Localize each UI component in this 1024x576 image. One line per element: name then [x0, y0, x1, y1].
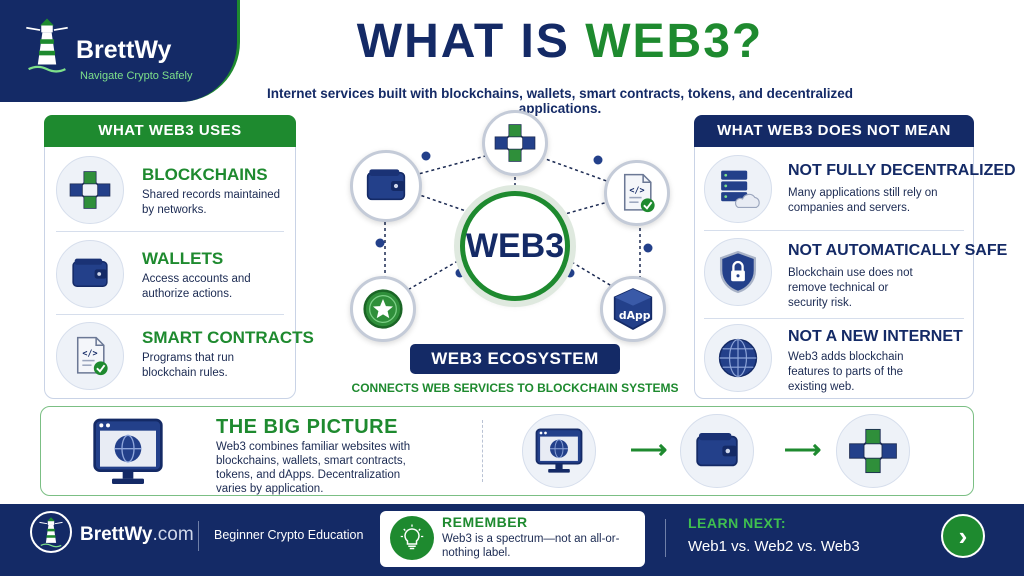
wallet-icon [690, 424, 744, 478]
not-item-title: NOT AUTOMATICALLY SAFE [788, 242, 1008, 259]
flow-step-blockchain [836, 414, 910, 488]
flow-step-browser [522, 414, 596, 488]
next-button[interactable]: › [941, 514, 985, 558]
divider [665, 519, 666, 557]
uses-item-desc: Access accounts and authorize actions. [142, 273, 251, 300]
uses-item-title: BLOCKCHAINS [142, 165, 268, 184]
lighthouse-icon [24, 16, 70, 74]
token-star-icon [358, 284, 408, 334]
not-panel-heading: WHAT WEB3 DOES NOT MEAN [694, 115, 974, 147]
not-item-icon [704, 324, 772, 392]
wallet-icon [67, 251, 113, 297]
ecosystem-node-blockchain [482, 110, 548, 176]
divider [704, 318, 964, 319]
blockchain-cubes-icon [492, 120, 538, 166]
learn-next-link[interactable]: Web1 vs. Web2 vs. Web3 [688, 538, 860, 555]
big-picture-desc: Web3 combines familiar websites with blo… [216, 441, 411, 495]
ecosystem-node-wallet [350, 150, 422, 222]
divider [56, 231, 284, 232]
uses-item-desc: Programs that run blockchain rules. [142, 352, 235, 379]
big-picture-box [40, 406, 974, 496]
smart-contract-icon [614, 170, 660, 216]
uses-panel-heading: WHAT WEB3 USES [44, 115, 296, 147]
ecosystem-node-token [350, 276, 416, 342]
not-item-title: NOT FULLY DECENTRALIZED [788, 162, 1016, 179]
wallet-icon [361, 161, 411, 211]
page-title: WHAT IS WEB3? [356, 15, 764, 68]
ecosystem-label: WEB3 ECOSYSTEM [410, 344, 620, 374]
lightbulb-icon [397, 523, 427, 553]
page-subtitle: Internet services built with blockchains… [267, 86, 853, 116]
uses-item-title: SMART CONTRACTS [142, 328, 314, 347]
divider [198, 521, 199, 551]
divider [704, 230, 964, 231]
ecosystem-sublabel: CONNECTS WEB SERVICES TO BLOCKCHAIN SYST… [351, 381, 679, 395]
divider [482, 420, 483, 482]
uses-item-icon [56, 322, 124, 390]
ecosystem-node-dapp [600, 276, 666, 342]
divider [56, 314, 284, 315]
footer-site-name[interactable]: BrettWy.com [80, 524, 194, 545]
big-picture-title: THE BIG PICTURE [216, 416, 398, 438]
server-cloud-icon [715, 166, 761, 212]
blockchain-cubes-icon [846, 424, 900, 478]
learn-next-title: LEARN NEXT: [688, 515, 787, 531]
dapp-cube-icon [608, 284, 658, 334]
lighthouse-icon [38, 516, 64, 548]
chevron-right-icon: › [958, 520, 968, 551]
uses-item-title: WALLETS [142, 249, 224, 268]
arrow-right-icon: ⟶ [630, 434, 668, 464]
footer-tagline: Beginner Crypto Education [214, 528, 364, 542]
uses-item-desc: Shared records maintained by networks. [142, 189, 281, 216]
not-item-title: NOT A NEW INTERNET [788, 328, 963, 345]
globe-icon [715, 335, 761, 381]
remember-text: Web3 is a spectrum—not an all-or-nothing… [442, 533, 620, 559]
ecosystem-node-contract [604, 160, 670, 226]
blockchain-cubes-icon [67, 167, 113, 213]
browser-globe-icon [88, 412, 168, 492]
smart-contract-icon [67, 333, 113, 379]
flow-step-wallet [680, 414, 754, 488]
shield-lock-icon [715, 249, 761, 295]
arrow-right-icon: ⟶ [784, 434, 822, 464]
uses-item-icon [56, 240, 124, 308]
not-item-desc: Web3 adds blockchain features to parts o… [788, 351, 904, 393]
not-item-icon [704, 238, 772, 306]
remember-title: REMEMBER [442, 514, 528, 530]
browser-globe-icon [532, 424, 586, 478]
brand-name: BrettWy [76, 36, 172, 64]
brand-tagline: Navigate Crypto Safely [80, 70, 193, 82]
not-item-desc: Many applications still rely on companie… [788, 187, 938, 214]
lightbulb-badge [390, 516, 434, 560]
not-item-desc: Blockchain use does not remove technical… [788, 267, 913, 309]
uses-item-icon [56, 156, 124, 224]
web3-center-badge: WEB3 [460, 191, 570, 301]
footer-logo [30, 511, 72, 553]
not-item-icon [704, 155, 772, 223]
